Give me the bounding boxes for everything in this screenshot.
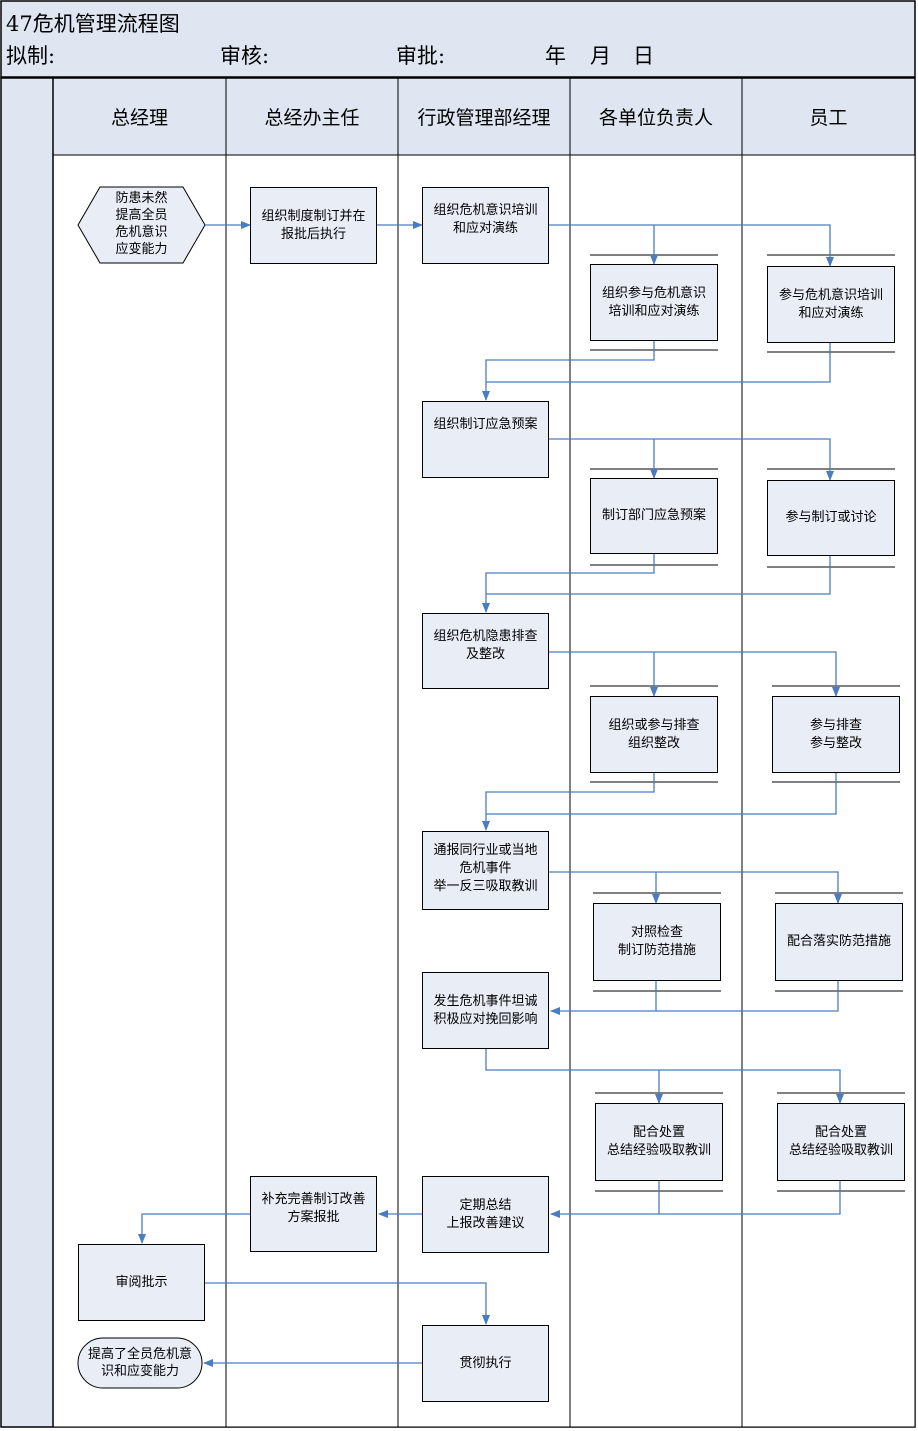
improve-box: 补充完善制订改善 方案报批 [250,1176,377,1252]
staff-plan-box: 参与制订或讨论 [767,480,895,556]
staff-handle-box: 配合处置 总结经验吸取教训 [777,1103,905,1181]
unit-plan-box: 制订部门应急预案 [590,478,718,554]
review-box: 审阅批示 [78,1244,205,1321]
unit-check-box: 对照检查 制订防范措施 [593,903,721,981]
training-box: 组织危机意识培训 和应对演练 [422,187,549,264]
execute-box: 贯彻执行 [422,1325,549,1402]
staff-hazard-box: 参与排查 参与整改 [772,696,900,773]
year-label: 年 [545,44,566,68]
notify-box: 通报同行业或当地 危机事件 举一反三吸取教训 [422,831,549,910]
lane-header-office-director: 总经办主任 [264,107,360,129]
plan-box: 组织制订应急预案 [422,401,549,478]
unit-training-box: 组织参与危机意识 培训和应对演练 [590,264,718,341]
summary-box: 定期总结 上报改善建议 [422,1176,549,1253]
lane-header-admin-manager: 行政管理部经理 [417,107,551,129]
lane-header-staff: 员工 [809,107,848,129]
hazard-box: 组织危机隐患排查 及整改 [422,613,549,689]
page-title: 47危机管理流程图 [6,12,180,36]
end-node: 提高了全员危机意 识和应变能力 [87,1347,192,1379]
month-label: 月 [590,44,611,68]
staff-check-box: 配合落实防范措施 [775,903,903,981]
start-hexagon [77,186,206,264]
end-terminator [77,1337,203,1389]
staff-training-box: 参与危机意识培训 和应对演练 [767,266,895,343]
reviewed-label: 审核: [220,44,270,68]
connectors [138,221,844,1367]
unit-hazard-box: 组织或参与排查 组织整改 [590,696,718,773]
policy-box: 组织制度制订并在 报批后执行 [250,187,377,264]
approved-label: 审批: [396,44,446,68]
lane-header-unit-heads: 各单位负责人 [598,107,713,129]
drafted-label: 拟制: [6,44,56,68]
day-label: 日 [633,44,654,68]
title-band [0,0,916,78]
unit-handle-box: 配合处置 总结经验吸取教训 [595,1103,723,1181]
respond-box: 发生危机事件坦诚 积极应对挽回影响 [422,972,549,1049]
lane-header-general-manager: 总经理 [110,107,168,129]
start-node: 防患未然 提高全员 危机意识 应变能力 [115,191,168,257]
